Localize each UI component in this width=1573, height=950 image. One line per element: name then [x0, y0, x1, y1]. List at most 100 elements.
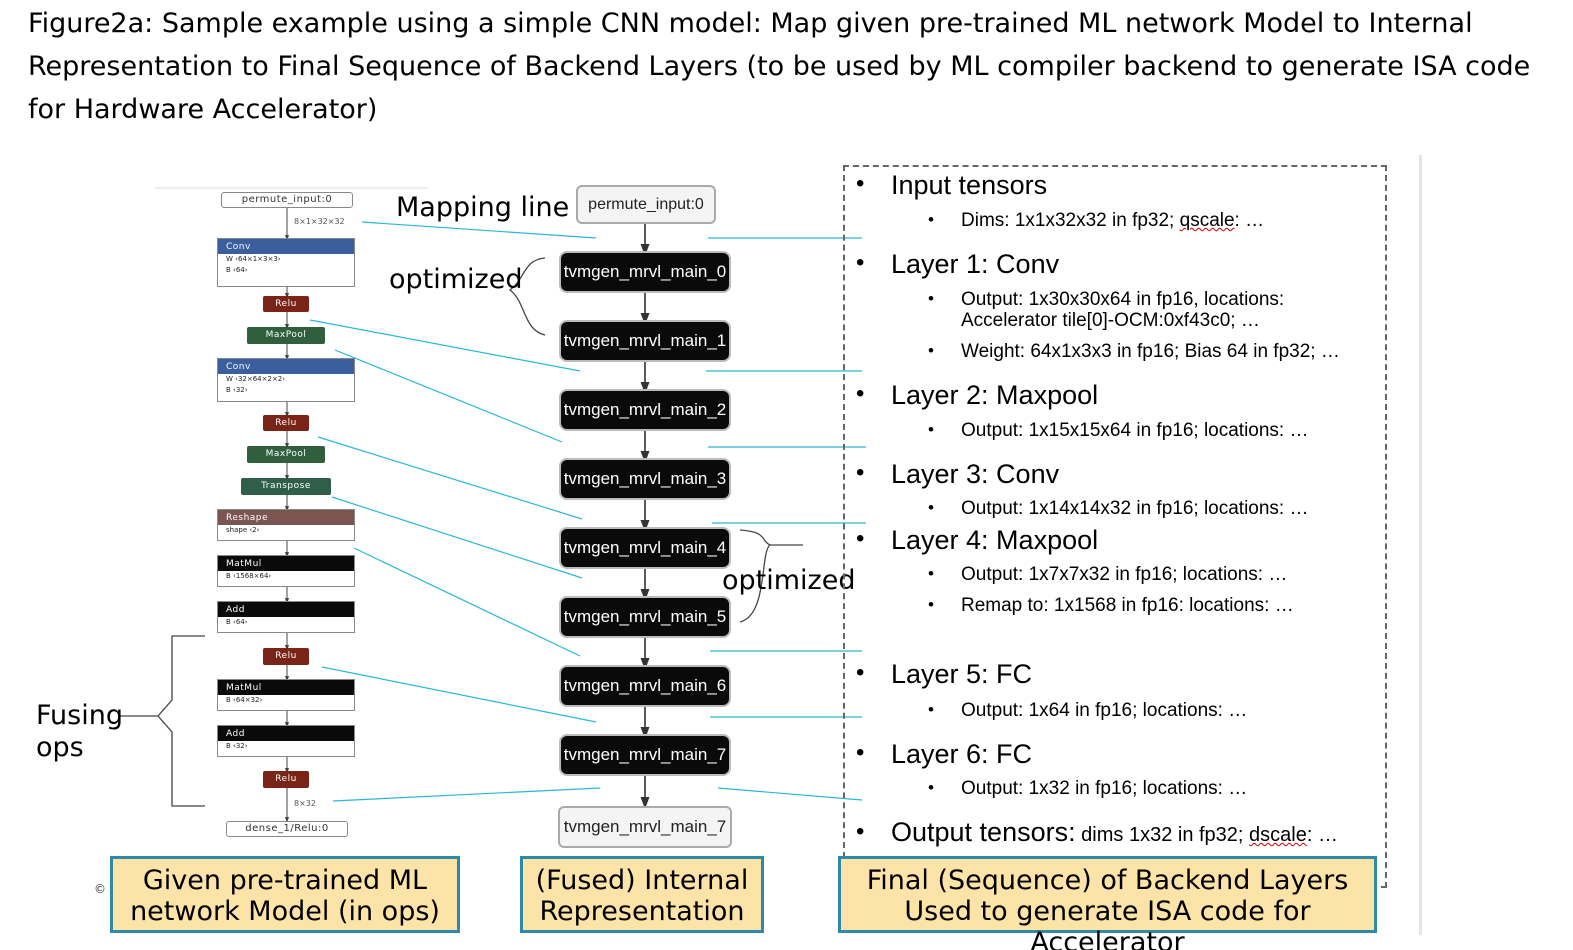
- op-matmul-1-name: MatMul: [218, 556, 354, 571]
- ir-output-node: tvmgen_mrvl_main_7: [558, 806, 732, 848]
- op-matmul-1: MatMul B ‹1568×64›: [217, 555, 355, 587]
- op-conv-2-attr-b: B ‹32›: [218, 385, 354, 396]
- ir-node-7: tvmgen_mrvl_main_7: [561, 736, 729, 774]
- op-maxpool-2: MaxPool: [247, 446, 325, 463]
- op-add-1: Add B ‹64›: [217, 601, 355, 633]
- input-dims-prefix: Dims: 1x1x32x32 in fp32;: [961, 210, 1180, 231]
- caption-middle: (Fused) Internal Representation: [520, 856, 764, 933]
- op-relu-4: Relu: [263, 771, 309, 788]
- ir-node-1: tvmgen_mrvl_main_1: [561, 322, 729, 360]
- bullet-l2: •: [928, 498, 934, 517]
- op-matmul-2: MatMul B ‹64×32›: [217, 679, 355, 711]
- layer5-output: Output: 1x64 in fp16; locations: …: [961, 700, 1248, 721]
- op-conv-2-attr-w: W ‹32×64×2×2›: [218, 374, 354, 385]
- ir-node-0: tvmgen_mrvl_main_0: [561, 253, 729, 291]
- bullet-l2: •: [928, 595, 934, 614]
- layer4-output: Output: 1x7x7x32 in fp16; locations: …: [961, 564, 1288, 585]
- bullet-l2: •: [928, 210, 934, 229]
- layer5-heading: Layer 5: FC: [891, 659, 1033, 689]
- optimized-right-brace: [739, 529, 772, 623]
- op-add-2-name: Add: [218, 726, 354, 741]
- op-relu-3: Relu: [263, 648, 309, 665]
- op-conv-1-name: Conv: [218, 239, 354, 254]
- op-conv-1: Conv W ‹64×1×3×3› B ‹64›: [217, 238, 355, 287]
- bullet-l2: •: [928, 778, 934, 797]
- ir-node-5: tvmgen_mrvl_main_5: [561, 598, 729, 636]
- optimized-top-label: optimized: [389, 264, 523, 295]
- op-add-1-attr: B ‹64›: [218, 617, 354, 628]
- input-dims-line: Dims: 1x1x32x32 in fp32; qscale: …: [961, 210, 1264, 232]
- input-dims-suffix: : …: [1234, 210, 1265, 231]
- layer4-heading: Layer 4: Maxpool: [891, 525, 1099, 555]
- bullet-l1: •: [856, 380, 865, 407]
- layer1-heading: Layer 1: Conv: [891, 249, 1060, 279]
- output-tensors-heading: Output tensors:: [891, 817, 1076, 847]
- ir-node-6: tvmgen_mrvl_main_6: [561, 667, 729, 705]
- op-matmul-1-attr: B ‹1568×64›: [218, 571, 354, 582]
- optimized-top-brace: [508, 257, 546, 336]
- layer3-output: Output: 1x14x14x32 in fp16; locations: …: [961, 498, 1309, 519]
- layer6-output: Output: 1x32 in fp16; locations: …: [961, 778, 1248, 799]
- layer1-output-b: Accelerator tile[0]-OCM:0xf43c0; …: [961, 310, 1260, 331]
- bullet-l1: •: [856, 659, 865, 686]
- op-conv-2-name: Conv: [218, 359, 354, 374]
- bullet-l1: •: [856, 459, 865, 486]
- op-reshape-name: Reshape: [218, 510, 354, 525]
- op-matmul-2-attr: B ‹64×32›: [218, 695, 354, 706]
- op-add-1-name: Add: [218, 602, 354, 617]
- input-tensors-heading: Input tensors: [891, 170, 1048, 200]
- output-dscale: dscale: [1249, 824, 1307, 846]
- bullet-l1: •: [856, 525, 865, 552]
- ir-input-node: permute_input:0: [576, 185, 716, 224]
- model-input-node: permute_input:0: [221, 192, 353, 208]
- model-input-edge-label: 8×1×32×32: [294, 217, 345, 226]
- bullet-l1: •: [856, 818, 865, 845]
- op-add-2-attr: B ‹32›: [218, 741, 354, 752]
- op-relu-1: Relu: [263, 296, 309, 312]
- layer6-heading: Layer 6: FC: [891, 739, 1033, 769]
- bullet-l1: •: [856, 249, 865, 276]
- op-conv-2: Conv W ‹32×64×2×2› B ‹32›: [217, 358, 355, 402]
- input-dims-qscale: qscale: [1179, 210, 1235, 231]
- caption-left: Given pre-trained ML network Model (in o…: [110, 856, 460, 933]
- bullet-l2: •: [928, 564, 934, 583]
- bullet-l2: •: [928, 700, 934, 719]
- layer2-heading: Layer 2: Maxpool: [891, 380, 1099, 410]
- layer1-output-a: Output: 1x30x30x64 in fp16, locations:: [961, 289, 1285, 310]
- bullet-l1: •: [856, 739, 865, 766]
- mapping-lines: [309, 221, 866, 802]
- ir-node-3: tvmgen_mrvl_main_3: [561, 460, 729, 498]
- op-conv-1-attr-b: B ‹64›: [218, 265, 354, 276]
- ir-node-2: tvmgen_mrvl_main_2: [561, 391, 729, 429]
- copyright-mark: ©: [94, 882, 106, 896]
- output-dims-prefix: dims 1x32 in fp32;: [1075, 824, 1250, 846]
- figure-title: Figure2a: Sample example using a simple …: [28, 8, 1531, 125]
- fusing-ops-label: Fusing ops: [36, 700, 123, 763]
- bullet-l1: •: [856, 170, 865, 197]
- op-maxpool-1: MaxPool: [247, 327, 325, 344]
- bullet-l2: •: [928, 420, 934, 439]
- bullet-l2: •: [928, 341, 934, 360]
- mapping-line-label: Mapping line: [396, 192, 570, 223]
- layer4-remap: Remap to: 1x1568 in fp16: locations: …: [961, 595, 1294, 616]
- op-matmul-2-name: MatMul: [218, 680, 354, 695]
- caption-right: Final (Sequence) of Backend Layers Used …: [838, 856, 1377, 950]
- bullet-l2: •: [928, 289, 934, 308]
- op-relu-2: Relu: [263, 415, 309, 431]
- model-output-node: dense_1/Relu:0: [226, 821, 348, 837]
- layer3-heading: Layer 3: Conv: [891, 459, 1060, 489]
- model-output-edge-label: 8×32: [294, 799, 316, 808]
- op-add-2: Add B ‹32›: [217, 725, 355, 757]
- optimized-right-label: optimized: [722, 565, 856, 596]
- layer1-weight: Weight: 64x1x3x3 in fp16; Bias 64 in fp3…: [961, 341, 1340, 362]
- output-dims-suffix: : …: [1306, 824, 1338, 846]
- ir-node-4: tvmgen_mrvl_main_4: [561, 529, 729, 567]
- op-reshape-attr: shape ‹2›: [218, 525, 354, 536]
- op-transpose: Transpose: [241, 478, 331, 495]
- panel-side-rule: [1419, 155, 1422, 935]
- output-tensors-line: Output tensors: dims 1x32 in fp32; dscal…: [891, 817, 1338, 848]
- op-conv-1-attr-w: W ‹64×1×3×3›: [218, 254, 354, 265]
- op-reshape: Reshape shape ‹2›: [217, 509, 355, 541]
